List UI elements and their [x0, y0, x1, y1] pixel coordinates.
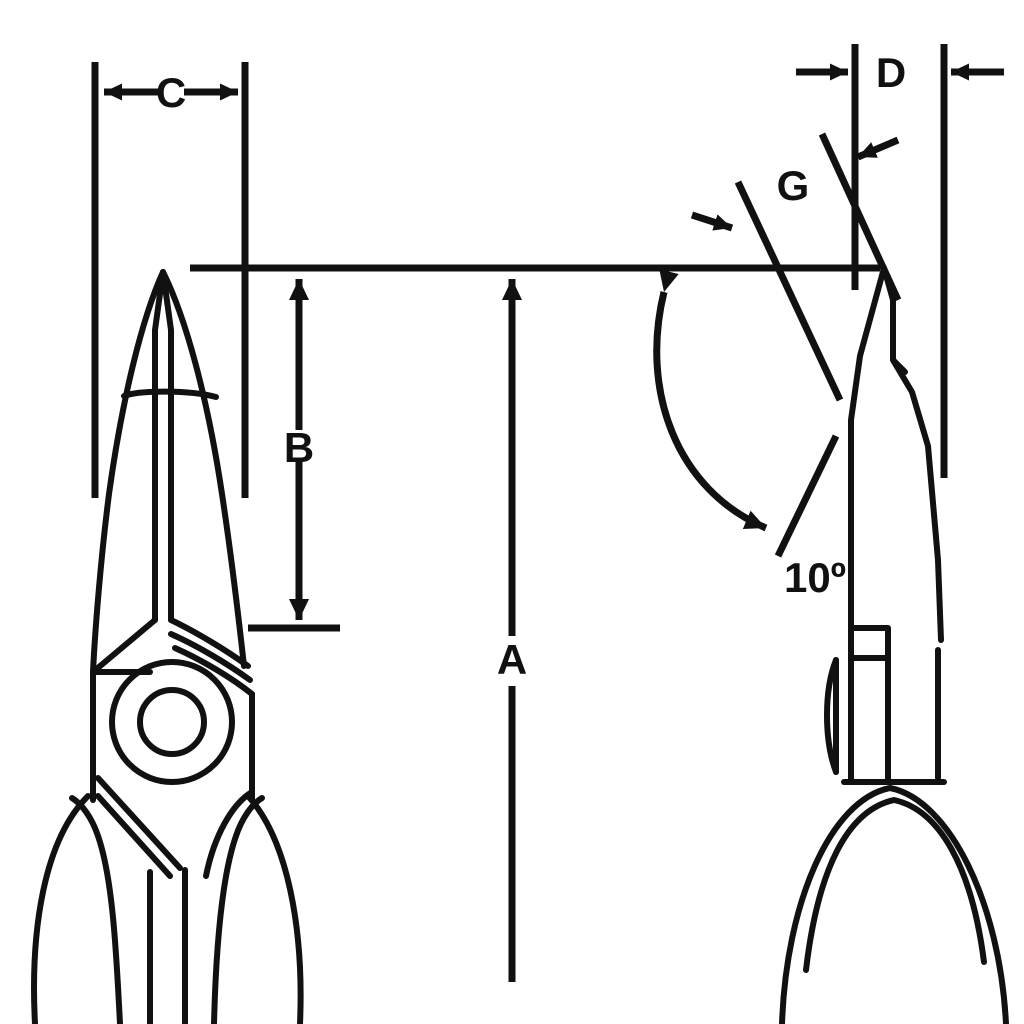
- front-view-pliers: [31, 269, 304, 1024]
- witness-line-g-left: [734, 180, 844, 402]
- handle-grip-left-outer: [31, 793, 91, 1024]
- dimension-label-c: C: [156, 69, 186, 116]
- cutting-edge-rail-left: [152, 269, 166, 623]
- jaw-base-right-shoulder-3: [172, 645, 255, 697]
- side-nose-back-edge: [881, 265, 944, 643]
- handle-grip-left-inner: [69, 795, 123, 1024]
- dimension-label-a: A: [497, 636, 527, 683]
- jaw-outer-right-profile: [160, 269, 247, 669]
- angle-label-10deg: 10º: [784, 554, 846, 601]
- pivot-outer-circle: [109, 659, 235, 785]
- dimension-arrow-g-right: [856, 136, 900, 161]
- handle-grip-right-topcap: [203, 789, 255, 879]
- dimension-labels: C B A D G 10º: [156, 49, 906, 683]
- side-nose-front-edge: [848, 265, 887, 643]
- pivot-inner-circle: [137, 687, 207, 757]
- handle-grip-right-inner: [211, 795, 265, 1024]
- handle-grip-right-outer: [245, 793, 304, 1024]
- jaw-base-right-shoulder: [168, 617, 251, 669]
- side-head-boss-inner-rect: [849, 625, 891, 785]
- side-handle-dome-inner: [803, 797, 987, 973]
- jaw-bevel-line: [121, 388, 219, 400]
- dimension-label-d: D: [876, 49, 906, 96]
- witness-line-g-right: [818, 132, 902, 302]
- side-view-pliers: [779, 265, 1009, 1024]
- handle-yoke-left-diagonal-2: [95, 793, 173, 879]
- side-pivot-boss-left-arc: [824, 657, 839, 775]
- side-handle-dome-outer: [779, 785, 1009, 1024]
- jaw-base-left-shoulder: [90, 617, 158, 675]
- dimension-label-b: B: [284, 424, 314, 471]
- dimension-label-g: G: [777, 162, 810, 209]
- angle-arc-10deg: [653, 269, 768, 532]
- dimension-arrow-g-left: [690, 211, 734, 232]
- angle-leg-lower: [774, 434, 840, 558]
- dimension-lines: [91, 44, 1004, 982]
- jaw-outer-left-profile: [90, 269, 166, 675]
- side-shoulder-notch: [890, 357, 908, 375]
- jaw-base-right-shoulder-2: [168, 631, 253, 683]
- cutting-edge-rail-right: [160, 269, 174, 623]
- handle-yoke-left-diagonal: [95, 775, 183, 871]
